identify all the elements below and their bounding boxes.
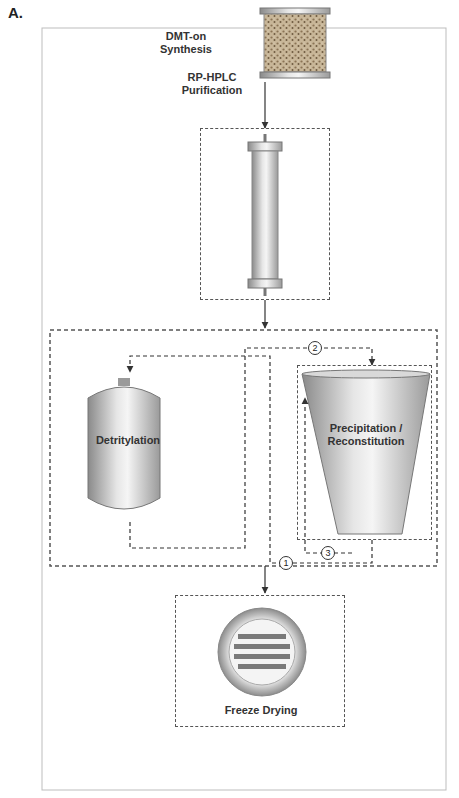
freeze-dryer [218, 608, 306, 696]
synthesis-bed [260, 8, 330, 78]
step-label: RP-HPLC Purification [171, 71, 253, 97]
recirculation-line [305, 398, 352, 553]
callout-number: 3 [321, 546, 335, 560]
step-label: DMT-on Synthesis [150, 30, 222, 56]
process-box: Precipitation / Reconstitution [297, 365, 432, 540]
panel-frame [42, 28, 446, 790]
step-label: Freeze Drying [176, 704, 346, 717]
flow-arrow [264, 566, 265, 593]
process-box: Freeze Drying [175, 595, 345, 727]
process-box: RP-HPLC Purification [200, 128, 330, 300]
flow-arrow [264, 300, 265, 328]
process-step: Detritylation [72, 372, 184, 522]
hplc-column [248, 134, 282, 296]
synthesis-step: DMT-on Synthesis [150, 6, 332, 82]
flow-connector [130, 356, 372, 563]
step-label: Detritylation [72, 434, 184, 447]
flow-connector [264, 82, 265, 128]
step-label: Precipitation / Reconstitution [310, 422, 422, 448]
callout-number: 2 [308, 341, 322, 355]
precipitation-vessel [302, 370, 430, 534]
process-group-box [50, 330, 437, 566]
panel-label: A. [8, 4, 23, 21]
callout-number: 1 [279, 556, 293, 570]
flow-connector [130, 348, 372, 548]
